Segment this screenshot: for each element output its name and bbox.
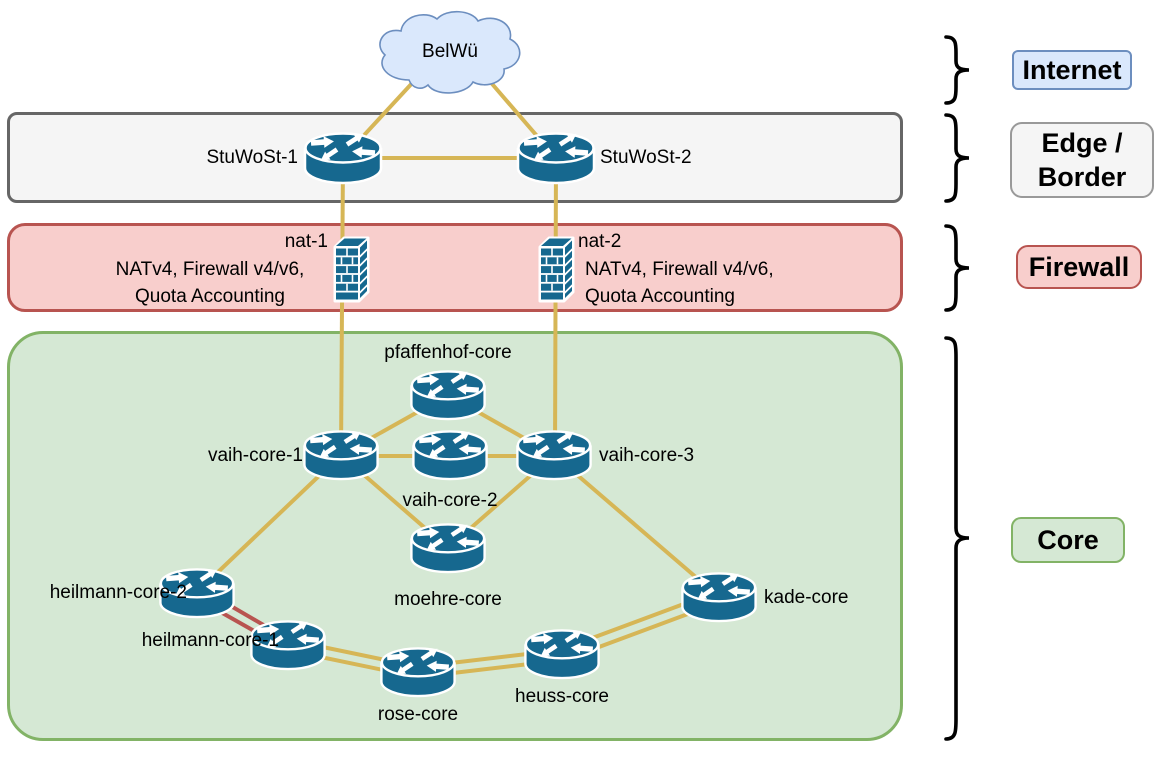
nat1-desc-line2: Quota Accounting <box>135 286 285 307</box>
router-icon-pfaffenhof-core <box>409 369 487 421</box>
firewall-icon-nat2 <box>538 235 576 303</box>
nat2-desc-line2: Quota Accounting <box>585 286 735 307</box>
node-desc-nat2: NATv4, Firewall v4/v6, Quota Accounting <box>585 256 774 310</box>
nat1-desc-line1: NATv4, Firewall v4/v6, <box>115 259 305 280</box>
router-icon-kade-core <box>680 571 758 623</box>
node-label-rose-core: rose-core <box>377 704 459 725</box>
node-desc-nat1: NATv4, Firewall v4/v6, Quota Accounting <box>88 256 332 310</box>
internet-layer-label: Internet <box>1012 50 1132 90</box>
firewall-layer-label: Firewall <box>1016 245 1142 289</box>
node-label-vaih-core-2: vaih-core-2 <box>402 490 498 511</box>
node-label-nat2: nat-2 <box>578 231 622 252</box>
edge-border-brace <box>944 113 970 203</box>
edge-border-layer-label: Edge / Border <box>1010 122 1154 198</box>
node-label-nat1: nat-1 <box>284 231 328 252</box>
node-label-stuwost1: StuWoSt-1 <box>206 147 298 168</box>
link-vaihcore1-heilmann2 <box>195 453 343 594</box>
core-layer-label: Core <box>1011 517 1125 563</box>
link-stuwost1-nat1-vaihcore1 <box>339 157 345 456</box>
node-label-stuwost2: StuWoSt-2 <box>600 147 692 168</box>
node-label-pfaffenhof-core: pfaffenhof-core <box>384 342 512 363</box>
firewall-band <box>7 223 903 312</box>
node-label-heuss-core: heuss-core <box>515 686 609 707</box>
link-vaihcore3-kade <box>552 453 721 599</box>
router-icon-rose-core <box>379 646 457 698</box>
node-label-moehre-core: moehre-core <box>394 589 502 610</box>
internet-cloud <box>379 10 521 94</box>
edge-border-label-line1: Edge / <box>1041 128 1123 158</box>
node-label-heilmann-core-2: heilmann-core-2 <box>49 582 187 603</box>
node-label-kade-core: kade-core <box>764 587 849 608</box>
router-icon-heuss-core <box>523 628 601 680</box>
router-icon-vaih-core-2 <box>411 429 489 481</box>
edge-border-label-line2: Border <box>1037 162 1127 192</box>
link-stuwost2-nat2-vaihcore3 <box>553 157 558 456</box>
firewall-icon-nat1 <box>333 235 371 303</box>
internet-brace <box>944 35 970 105</box>
edge-border-band <box>7 112 903 203</box>
router-icon-moehre-core <box>409 522 487 574</box>
nat2-desc-line1: NATv4, Firewall v4/v6, <box>585 259 774 280</box>
internet-cloud-label: BelWü <box>422 41 478 62</box>
firewall-brace <box>944 224 970 312</box>
router-icon-stuwost2 <box>516 130 596 186</box>
router-icon-vaih-core-3 <box>515 429 593 481</box>
node-label-heilmann-core-1: heilmann-core-1 <box>141 630 279 651</box>
node-label-vaih-core-1: vaih-core-1 <box>207 445 303 466</box>
router-icon-stuwost1 <box>303 130 383 186</box>
core-brace <box>944 336 970 741</box>
node-label-vaih-core-3: vaih-core-3 <box>599 445 695 466</box>
router-icon-vaih-core-1 <box>302 429 380 481</box>
